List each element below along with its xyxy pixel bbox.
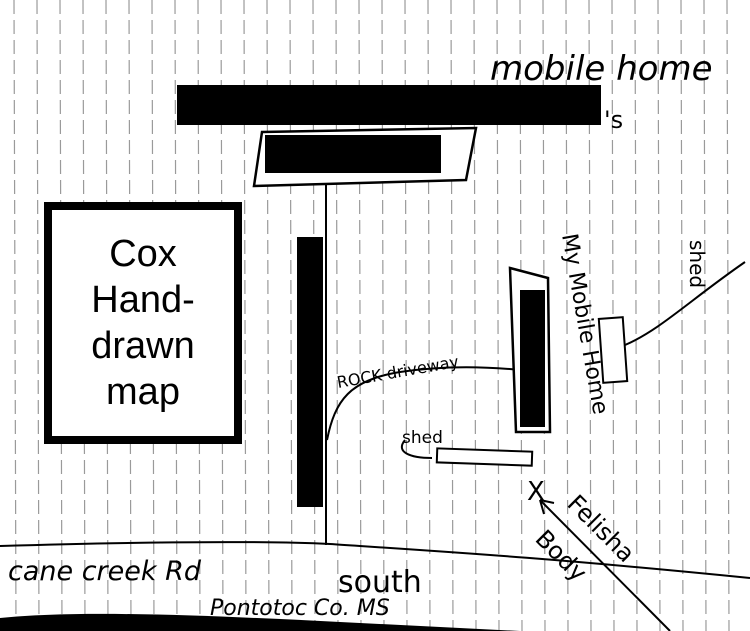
label-x-mark: X xyxy=(527,477,545,507)
redaction-bar-home xyxy=(265,135,441,173)
label-body: Body xyxy=(530,524,593,587)
redaction-my-home xyxy=(520,290,545,427)
ruled-line xyxy=(105,0,109,631)
ruled-line xyxy=(36,0,40,631)
title-line: drawn xyxy=(91,325,195,367)
label-mobile-home: mobile home xyxy=(490,49,713,89)
label-rock-driveway: ROCK driveway xyxy=(335,352,460,392)
ruled-line xyxy=(680,0,684,631)
ruled-line xyxy=(82,0,86,631)
ruled-line xyxy=(611,0,615,631)
ruled-line xyxy=(726,0,730,631)
ruled-line xyxy=(59,0,63,631)
ruled-line xyxy=(151,0,155,631)
title-line: Cox xyxy=(109,233,177,275)
map-title-box: Cox Hand- drawn map xyxy=(44,202,242,444)
label-possessive: 's xyxy=(604,106,623,134)
label-shed-right: shed xyxy=(685,240,709,288)
body-pointer-line xyxy=(539,499,671,631)
ruled-line xyxy=(128,0,132,631)
label-south: south xyxy=(338,565,422,600)
shed-right xyxy=(597,316,629,384)
ruled-line xyxy=(657,0,661,631)
shed-right-pointer xyxy=(624,261,746,346)
redaction-bar-top xyxy=(177,85,601,125)
ruled-line xyxy=(13,0,17,631)
shed-left-arrow xyxy=(400,439,433,459)
rock-driveway-path xyxy=(326,366,521,441)
cane-creek-road xyxy=(0,541,750,579)
shed-left xyxy=(435,447,534,467)
label-shed-left: shed xyxy=(402,428,443,448)
title-line: Hand- xyxy=(91,279,195,321)
ruled-line xyxy=(634,0,638,631)
title-line: map xyxy=(106,371,180,413)
label-road: cane creek Rd xyxy=(8,556,202,587)
arrow-head xyxy=(539,499,555,515)
bottom-scribble xyxy=(0,613,520,631)
label-county: Pontotoc Co. MS xyxy=(210,596,390,621)
ruled-line xyxy=(174,0,178,631)
ruled-line xyxy=(703,0,707,631)
redaction-bar-vertical xyxy=(297,237,323,507)
